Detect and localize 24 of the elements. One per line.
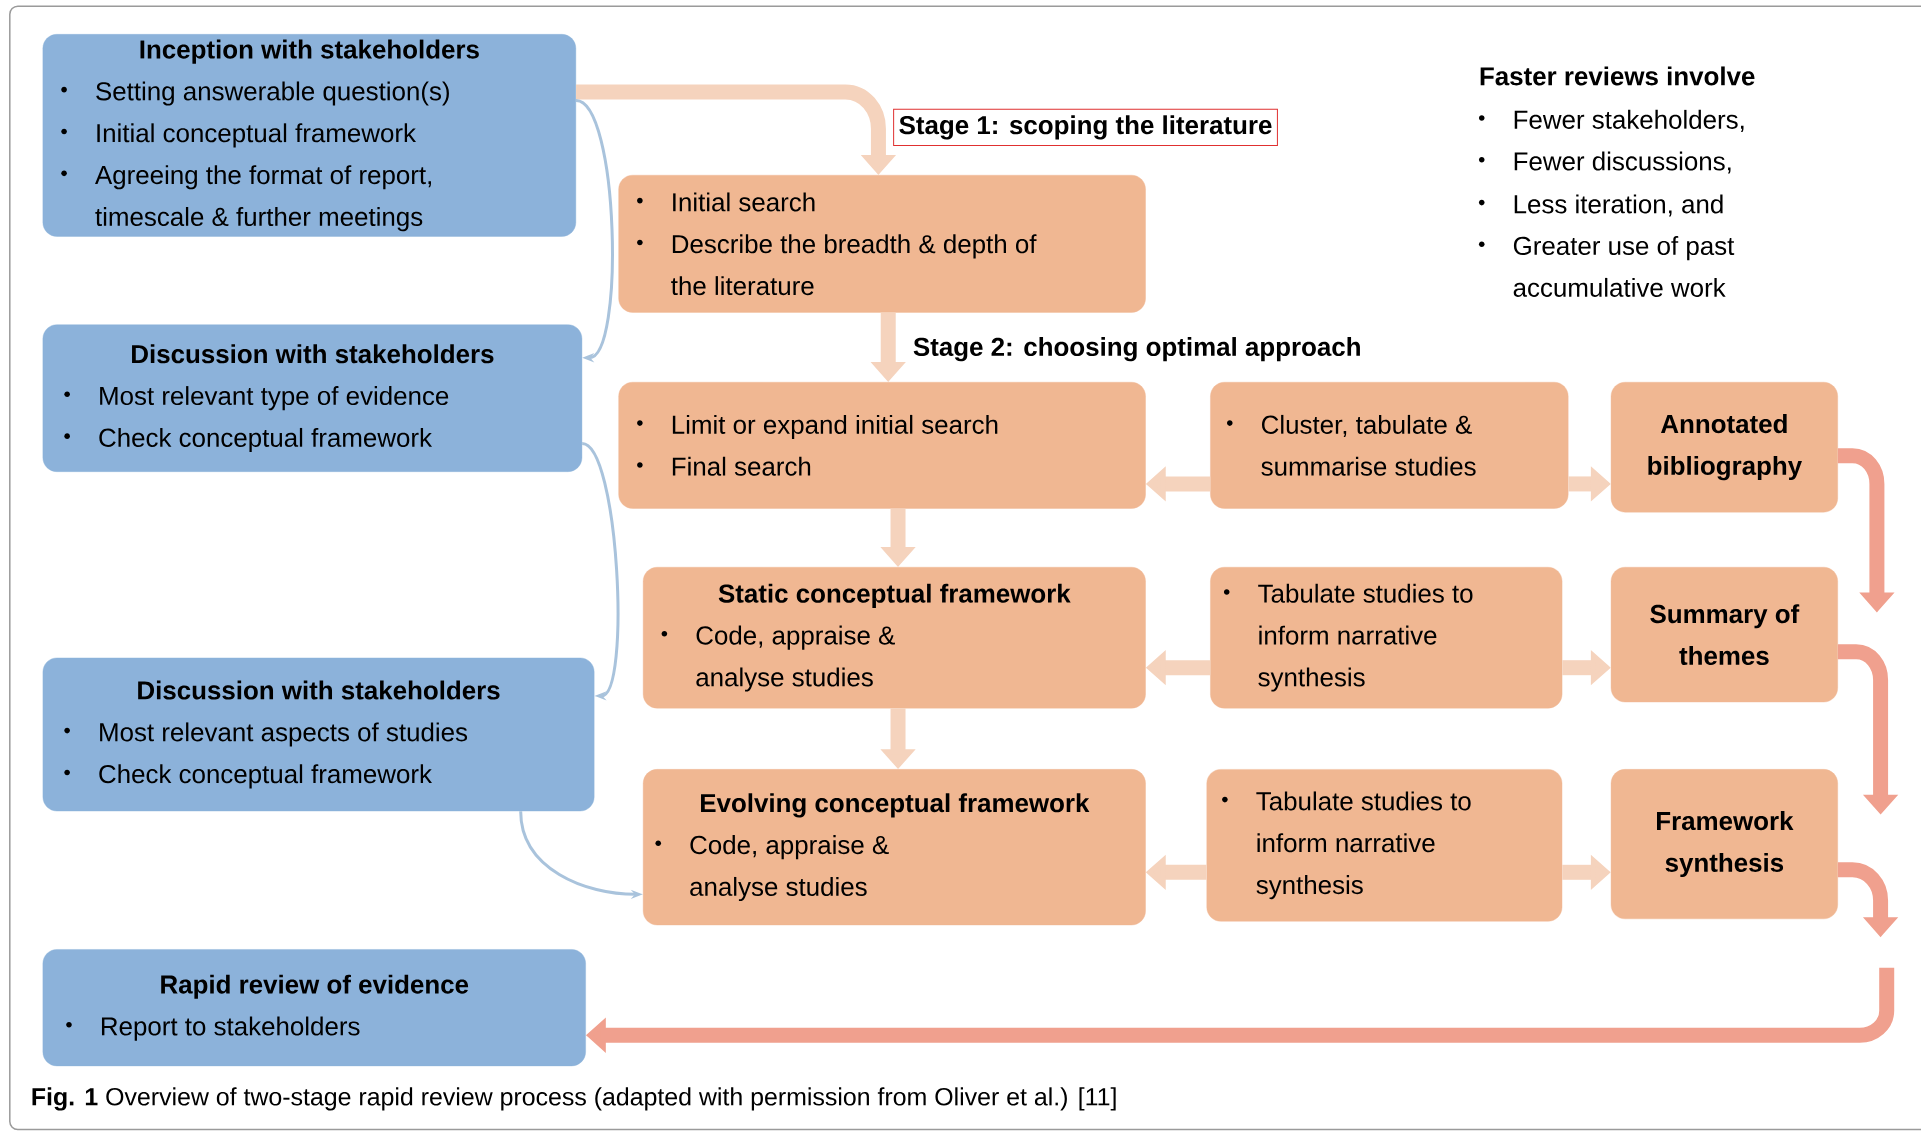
bullet-item: Less iteration, and (1478, 194, 1723, 217)
process-box: Cluster, tabulate & summarise studies (1210, 381, 1569, 509)
list-heading: Faster reviews involve (1480, 66, 1755, 86)
process-box: Tabulate studies to inform narrative synthesis (1206, 769, 1563, 922)
output-box: Framework synthesis (1610, 769, 1838, 919)
output-box: Summary of themes (1610, 566, 1838, 703)
bullet-item: Fewer stakeholders, (1478, 109, 1744, 132)
stakeholder-box: Discussion with stakeholders Most relevant type of evidence Check conceptual framework (42, 324, 583, 472)
process-box: Initial search Describe the breadth & depth of the literature (618, 174, 1146, 313)
bullet-item: Fewer discussions, (1478, 151, 1731, 174)
output-box: Annotated bibliography (1610, 381, 1838, 513)
stage-heading: Stage 2: choosing optimal approach (913, 336, 1360, 362)
stakeholder-box: Discussion with stakeholders Most relevant aspects of studies Check conceptual framework (42, 657, 595, 812)
process-box: Tabulate studies to inform narrative synthesis (1210, 566, 1563, 709)
stakeholder-box: Inception with stakeholders Setting answerable question(s) Initial conceptual framework Agreeing the format of report, timescale & further meetings (42, 34, 577, 237)
stakeholder-box: Rapid review of evidence Report to stakeholders (42, 949, 586, 1066)
figure-caption: Fig. 1 Overview of two-stage rapid review process (adapted with permission from Oliver et al.) [11] (32, 1087, 1116, 1111)
process-box: Limit or expand initial search Final search (618, 381, 1146, 509)
process-box: Static conceptual framework Code, appraise & analyse studies (642, 566, 1146, 709)
curved-arrow (575, 99, 614, 363)
stage-heading: Stage 1: scoping the literature (893, 108, 1278, 146)
process-box: Evolving conceptual framework Code, appraise & analyse studies (642, 769, 1146, 926)
curved-arrow (581, 442, 620, 701)
bullet-item: Greater use of past accumulative work (1478, 235, 1735, 297)
